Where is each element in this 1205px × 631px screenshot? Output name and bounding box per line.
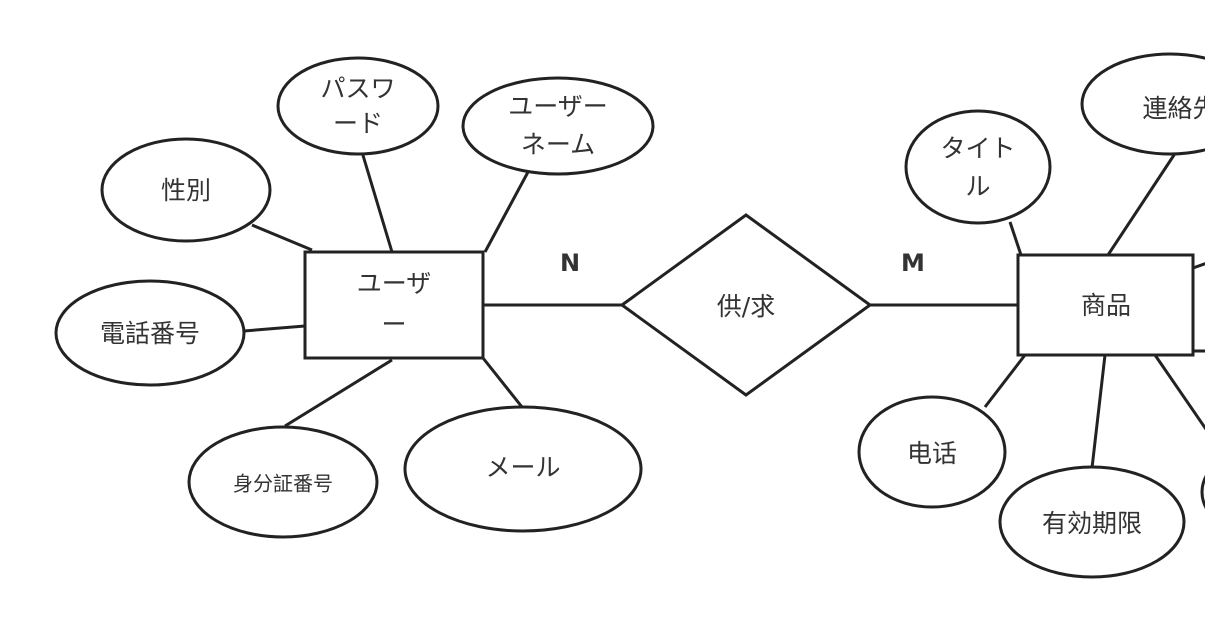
attr-gender-label: 性別 xyxy=(161,176,211,205)
line-password xyxy=(360,151,394,253)
attr-expiry: 有効期限 xyxy=(998,465,1186,579)
line-phone-number xyxy=(243,324,306,333)
relationship-label: 供/求 xyxy=(717,292,775,321)
line-username xyxy=(483,171,530,253)
attr-title-label-1: タイト xyxy=(940,134,1015,163)
attr-contact-label: 連絡先 xyxy=(1142,94,1205,123)
line-id-number xyxy=(284,358,393,428)
attr-phone-number: 電話番号 xyxy=(54,279,246,387)
attr-expiry-label: 有効期限 xyxy=(1042,509,1142,538)
line-offscreen-attr-2 xyxy=(1192,262,1205,270)
attr-phone-number-label: 電話番号 xyxy=(100,319,200,348)
relationship-supply-demand: 供/求 xyxy=(619,213,873,397)
line-contact xyxy=(1106,151,1178,256)
attr-password-label-2: ード xyxy=(333,109,383,138)
cardinality-m: M xyxy=(901,249,925,277)
attr-id-number: 身分証番号 xyxy=(187,425,379,539)
attr-password-label-1: パスワ xyxy=(320,74,395,103)
attr-password: パスワ ード xyxy=(276,56,440,156)
attr-offscreen xyxy=(1200,474,1205,510)
entity-user-label-1: ユーザ xyxy=(357,269,432,298)
connectors xyxy=(243,151,1205,469)
entity-product: 商品 xyxy=(1016,253,1195,357)
attr-username-label-1: ユーザー xyxy=(508,92,608,121)
entity-user-label-2: ー xyxy=(381,310,406,339)
attr-username: ユーザー ネーム xyxy=(461,76,655,176)
attr-contact: 連絡先 xyxy=(1080,52,1205,156)
attr-id-number-label: 身分証番号 xyxy=(233,472,333,496)
attr-phone-label: 电话 xyxy=(907,439,957,468)
cardinality-n: N xyxy=(560,249,580,277)
attr-phone: 电话 xyxy=(857,395,1007,509)
attr-gender: 性別 xyxy=(100,137,272,243)
line-gender xyxy=(251,223,313,252)
entity-product-label: 商品 xyxy=(1081,291,1131,320)
entity-user: ユーザ ー xyxy=(303,250,485,360)
attr-email-label: メール xyxy=(485,453,560,482)
line-email xyxy=(481,357,524,408)
line-offscreen-attr xyxy=(1153,354,1205,431)
line-expiry xyxy=(1090,354,1107,469)
line-title xyxy=(1008,221,1023,256)
line-phone xyxy=(983,354,1027,408)
attr-email: メール xyxy=(403,405,643,533)
attr-title-label-2: ル xyxy=(965,172,990,201)
attr-title: タイト ル xyxy=(904,109,1052,225)
attr-username-label-2: ネーム xyxy=(521,130,595,159)
